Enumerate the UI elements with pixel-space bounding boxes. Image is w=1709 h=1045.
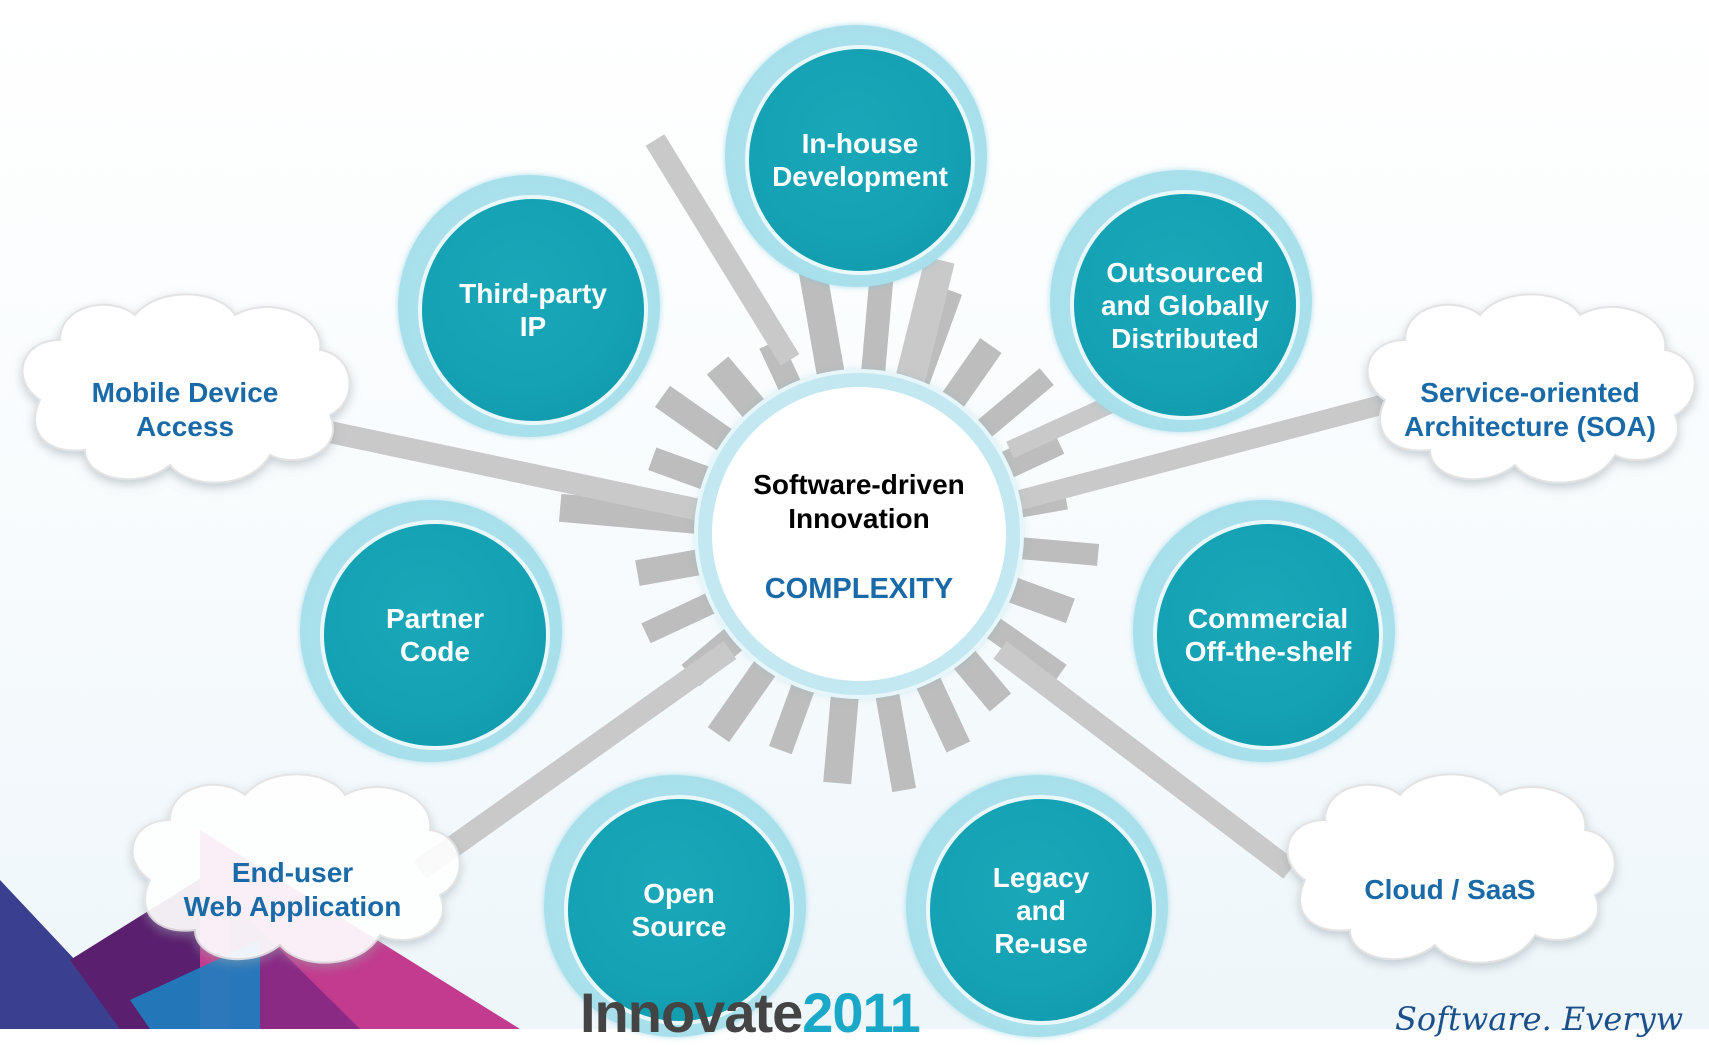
circle-label: Third-party IP	[459, 278, 607, 342]
skyline-bar	[934, 338, 1002, 419]
connector-ray	[317, 419, 703, 521]
circle-legacy-and-reuse: Legacy and Re-use	[926, 795, 1156, 1025]
circle-label: In-house Development	[772, 128, 948, 192]
skyline-bar	[707, 649, 784, 743]
skyline-bar	[823, 682, 860, 785]
connector-ray	[1006, 391, 1124, 459]
skyline-bar	[944, 639, 1012, 712]
event-year: 2011	[802, 981, 920, 1044]
center-subtitle: COMPLEXITY	[764, 573, 954, 605]
skyline-bar	[769, 670, 819, 755]
skyline-bar	[995, 573, 1075, 624]
circle-outsourced-globally-distributed: Outsourced and Globally Distributed	[1070, 190, 1300, 420]
circle-label: Legacy and Re-use	[992, 861, 1090, 959]
circle-label: Commercial Off-the-shelf	[1184, 603, 1352, 667]
skyline-bar	[558, 493, 711, 535]
skyline-bar	[641, 587, 728, 644]
cloud-label-mobile: Mobile Device Access	[91, 377, 279, 442]
circle-label: Open Source	[631, 878, 727, 942]
cloud-mobile-device-access	[21, 293, 351, 484]
skyline-bar	[1007, 536, 1100, 566]
cloud-label-soa: Service-oriented Architecture (SOA)	[1403, 377, 1657, 442]
skyline-bar	[873, 679, 916, 793]
connector-ray	[1017, 390, 1403, 510]
connector-ray	[993, 641, 1297, 879]
skyline-bar	[806, 305, 846, 389]
center-title: Software-driven Innovation	[753, 469, 965, 534]
circle-open-source: Open Source	[564, 795, 794, 1025]
circle-in-house-development: In-house Development	[745, 45, 975, 275]
cloud-label-cloud-saas: Cloud / SaaS	[1364, 874, 1536, 905]
cloud-cloud-saas	[1286, 773, 1616, 964]
cloud-service-oriented-architecture	[1366, 293, 1696, 484]
brand-logo: Software. Everyw	[1395, 1000, 1684, 1038]
circle-label: Outsourced and Globally Distributed	[1100, 256, 1270, 354]
connector-ray	[645, 134, 800, 366]
skyline-bar	[635, 547, 714, 586]
event-prefix: Innovate	[580, 981, 803, 1044]
event-logo: Innovate2011	[580, 980, 921, 1045]
skyline-bar	[910, 664, 971, 753]
connector-ray	[413, 641, 737, 879]
circle-commercial-off-the-shelf: Commercial Off-the-shelf	[1153, 520, 1383, 750]
circle-third-party-ip: Third-party IP	[418, 195, 648, 425]
cloud-end-user-web-application	[131, 773, 461, 964]
connector-ray	[895, 256, 955, 384]
skyline-bar	[966, 368, 1054, 447]
circle-partner-code: Partner Code	[320, 520, 550, 750]
skyline-bar	[974, 610, 1067, 685]
circle-label: Partner Code	[385, 603, 485, 667]
skyline-bar	[989, 428, 1065, 484]
skyline-bar	[654, 385, 744, 459]
cloud-label-web-app: End-user Web Application	[183, 857, 402, 922]
